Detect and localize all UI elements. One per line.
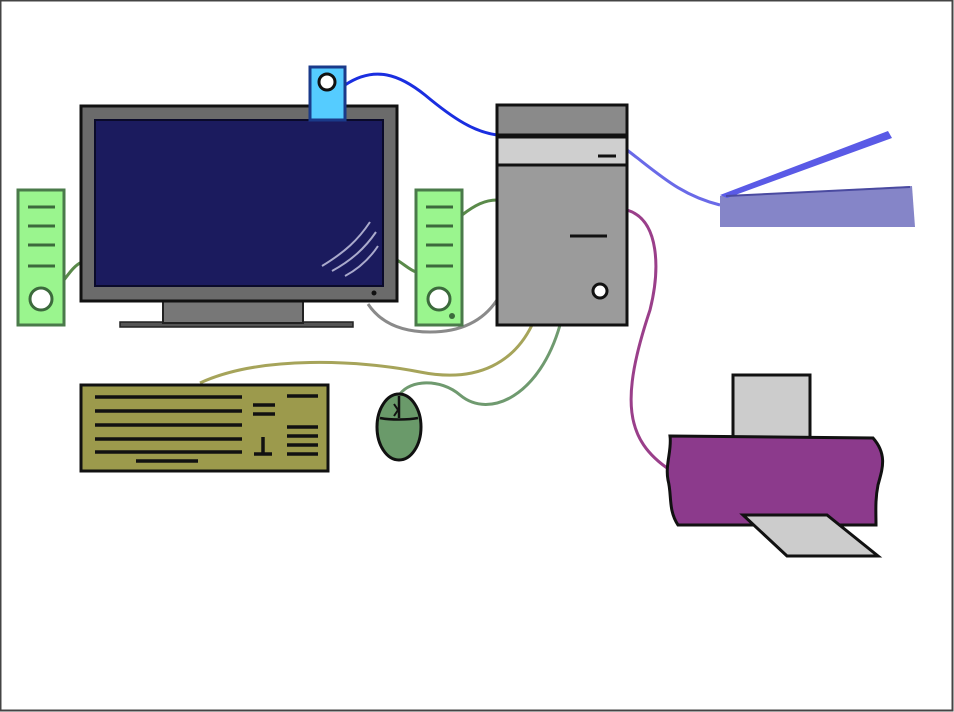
speaker-left — [16, 188, 66, 327]
mouse-cable — [398, 324, 562, 406]
speaker-right — [414, 188, 464, 327]
webcam-cable — [344, 72, 498, 137]
power-led — [371, 290, 377, 296]
mouse — [375, 392, 423, 462]
scanner — [720, 131, 915, 227]
printer — [665, 373, 885, 558]
keyboard — [79, 383, 330, 473]
screen-glare — [321, 221, 379, 277]
system-unit — [495, 103, 629, 327]
monitor — [79, 104, 399, 328]
keyboard-cable — [199, 324, 534, 385]
right-speaker-cable — [461, 198, 498, 217]
scanner-cable — [626, 148, 721, 207]
webcam — [308, 65, 347, 122]
monitor-cable — [366, 299, 499, 334]
printer-cable — [626, 208, 671, 472]
